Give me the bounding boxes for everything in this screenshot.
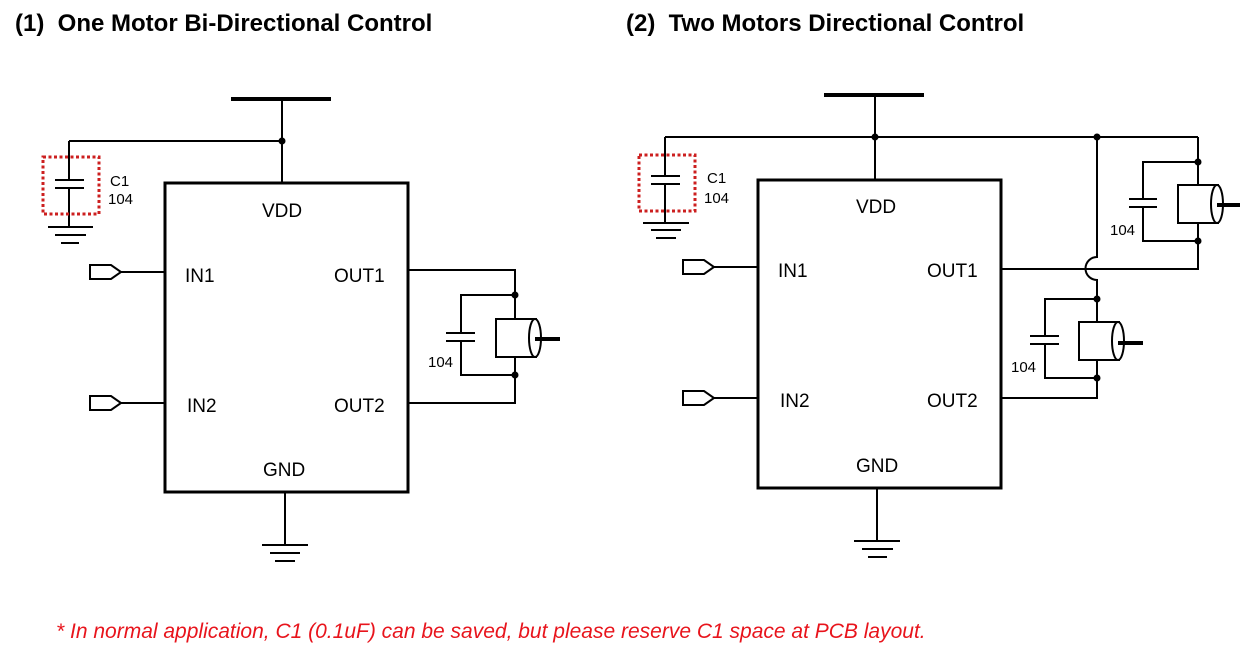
junction-dot [511, 371, 519, 379]
junction-dot [1194, 237, 1202, 245]
pin-vdd: VDD [856, 197, 896, 218]
motor2-cap-wire-bottom [1044, 344, 1097, 379]
junction-dot [871, 133, 879, 141]
footnote: * In normal application, C1 (0.1uF) can … [56, 620, 926, 643]
pin-gnd: GND [263, 460, 305, 481]
ic-body [756, 178, 1003, 490]
ground-icon [262, 544, 308, 562]
motor1-cap-value: 104 [1110, 222, 1135, 239]
c1-capacitor [651, 137, 680, 223]
motor-cap-wire-top [460, 294, 515, 333]
pin-in2: IN2 [187, 396, 217, 417]
motor-cap-value: 104 [428, 354, 453, 371]
motor2-cap [1030, 335, 1059, 345]
c1-label: C1 [707, 170, 726, 187]
junction-dot [1093, 295, 1101, 303]
in2-input-port [682, 390, 758, 406]
in2-input-port [89, 395, 165, 411]
c1-capacitor [55, 141, 84, 227]
diagram-1 [41, 97, 560, 562]
junction-dot [1194, 158, 1202, 166]
in1-input-port [89, 264, 165, 280]
pin-in2: IN2 [780, 391, 810, 412]
junction-dot [278, 137, 286, 145]
c1-ground-icon [643, 222, 689, 239]
motor1-cap-wire-top [1142, 161, 1198, 199]
pin-out2: OUT2 [334, 396, 385, 417]
motor2-icon [1078, 321, 1143, 361]
diagram-1-title: (1) One Motor Bi-Directional Control [15, 10, 433, 37]
pin-gnd: GND [856, 456, 898, 477]
pin-in1: IN1 [778, 261, 808, 282]
motor-icon [495, 318, 560, 358]
motor2-cap-wire-top [1044, 298, 1097, 336]
c1-highlight-box [637, 153, 697, 213]
motor2-cap-value: 104 [1011, 359, 1036, 376]
junction-dot [511, 291, 519, 299]
c1-label: C1 [110, 173, 129, 190]
in1-input-port [682, 259, 758, 275]
ic-body [163, 181, 410, 494]
c1-highlight-box [41, 155, 101, 216]
motor-cap [446, 332, 475, 342]
pin-out1: OUT1 [927, 261, 978, 282]
junction-dot [1093, 374, 1101, 382]
diagram-2 [637, 93, 1240, 558]
diagram-2-title: (2) Two Motors Directional Control [626, 10, 1025, 37]
motor-cap-wire-bottom [460, 341, 515, 376]
motor1-cap-wire-bottom [1142, 207, 1198, 242]
ground-icon [854, 540, 900, 558]
pin-out1: OUT1 [334, 266, 385, 287]
pin-out2: OUT2 [927, 391, 978, 412]
out1-wire [1001, 137, 1199, 270]
c1-value: 104 [108, 191, 133, 208]
c1-value: 104 [704, 190, 729, 207]
motor1-icon [1177, 184, 1240, 224]
c1-ground-icon [48, 226, 93, 244]
pin-vdd: VDD [262, 201, 302, 222]
pin-in1: IN1 [185, 266, 215, 287]
motor1-cap [1129, 198, 1157, 208]
